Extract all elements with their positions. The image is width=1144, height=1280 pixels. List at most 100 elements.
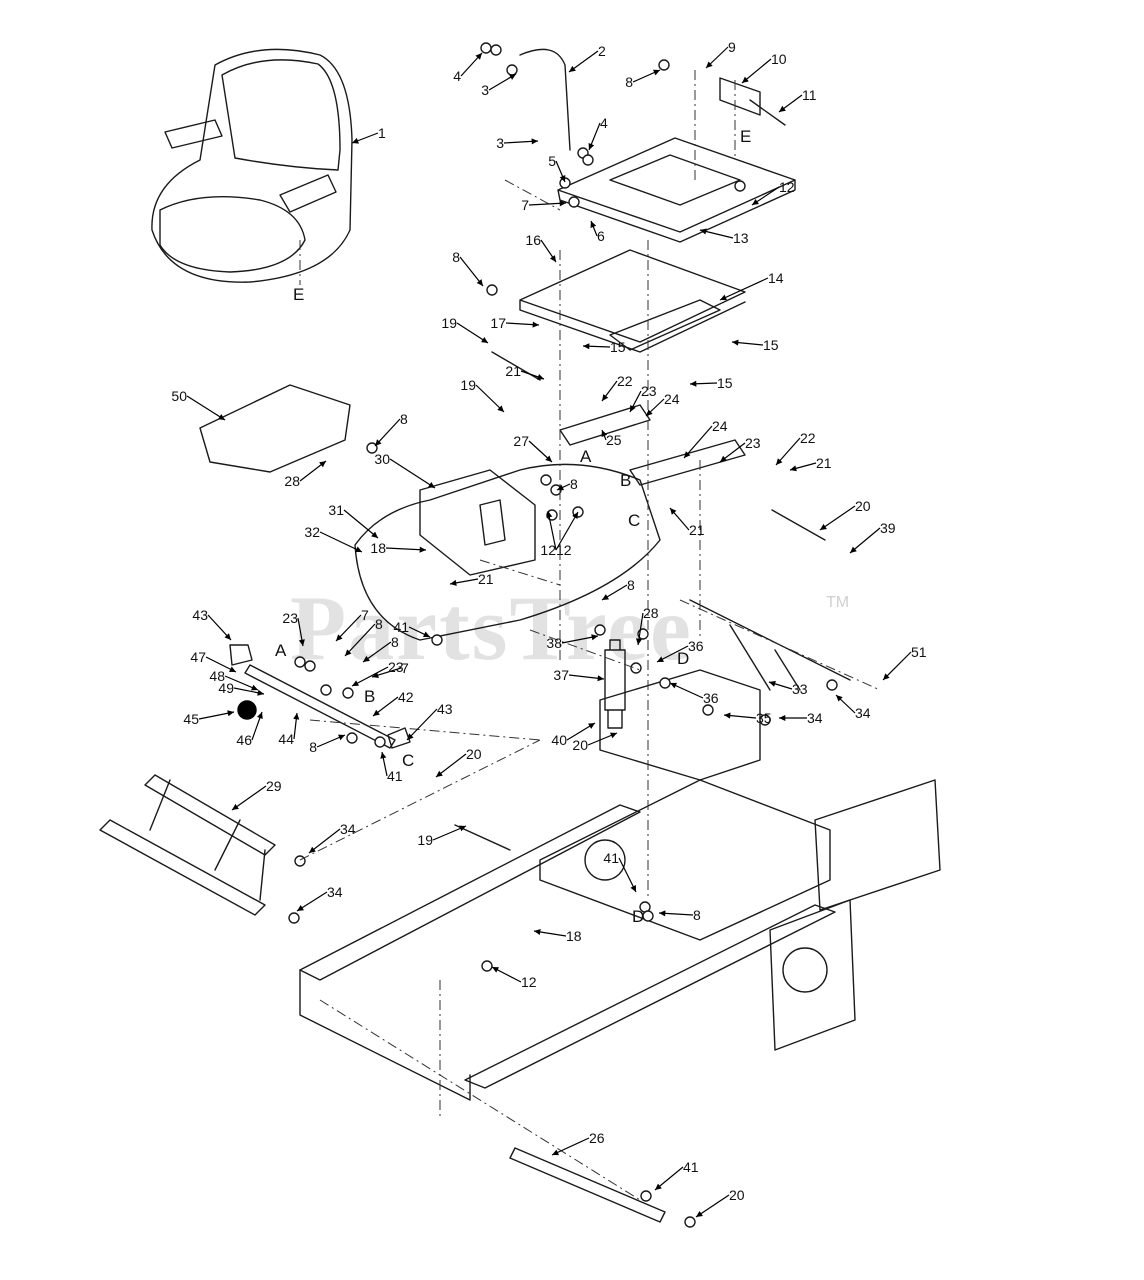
callout-28[interactable]: 28 [284, 460, 327, 489]
callout-32[interactable]: 32 [304, 524, 363, 553]
callout-21[interactable]: 21 [449, 571, 494, 587]
callout-2[interactable]: 2 [568, 43, 606, 73]
callout-8[interactable]: 8 [344, 616, 383, 657]
callout-8[interactable]: 8 [374, 411, 408, 447]
callout-16[interactable]: 16 [525, 232, 557, 263]
callout-17[interactable]: 17 [490, 315, 540, 331]
callout-44[interactable]: 44 [278, 712, 300, 747]
callout-19[interactable]: 19 [441, 315, 489, 344]
callout-20[interactable]: 20 [695, 1187, 745, 1218]
fastener-outline [506, 64, 518, 76]
callout-20[interactable]: 20 [572, 732, 618, 753]
callout-6[interactable]: 6 [590, 220, 605, 244]
callout-35[interactable]: 35 [723, 710, 772, 726]
callout-10[interactable]: 10 [741, 51, 787, 84]
callout-37[interactable]: 37 [553, 667, 605, 683]
callout-43[interactable]: 43 [406, 701, 453, 741]
callout-38[interactable]: 38 [546, 634, 599, 651]
callout-3[interactable]: 3 [481, 73, 517, 98]
callout-50[interactable]: 50 [171, 388, 226, 421]
callout-15[interactable]: 15 [582, 339, 626, 355]
callout-25[interactable]: 25 [601, 429, 622, 448]
callout-8[interactable]: 8 [362, 634, 399, 663]
callout-28[interactable]: 28 [635, 605, 659, 646]
callout-12[interactable]: 12 [540, 511, 579, 558]
callout-45[interactable]: 45 [183, 710, 235, 727]
fastener-outline [342, 687, 354, 699]
callout-21[interactable]: 21 [669, 507, 705, 538]
callout-29[interactable]: 29 [231, 778, 282, 811]
callout-41[interactable]: 41 [380, 751, 403, 784]
callout-12[interactable]: 12 [546, 510, 572, 558]
callout-31[interactable]: 31 [328, 502, 379, 539]
callout-18[interactable]: 18 [370, 540, 427, 556]
callout-23[interactable]: 23 [629, 383, 657, 413]
callout-4[interactable]: 4 [588, 115, 608, 151]
callout-36[interactable]: 36 [656, 638, 704, 663]
callout-41[interactable]: 41 [603, 850, 637, 893]
callout-20[interactable]: 20 [435, 746, 482, 778]
callout-8[interactable]: 8 [556, 476, 578, 492]
callout-24[interactable]: 24 [645, 391, 680, 417]
callout-leader-line [344, 623, 376, 657]
callout-39[interactable]: 39 [849, 520, 896, 554]
callout-arrowhead [227, 710, 234, 717]
fastener-outline [540, 474, 552, 486]
callout-8[interactable]: 8 [309, 734, 346, 755]
callout-22[interactable]: 22 [775, 430, 816, 466]
callout-30[interactable]: 30 [374, 451, 436, 489]
callout-20[interactable]: 20 [819, 498, 871, 531]
callout-15[interactable]: 15 [689, 375, 733, 391]
callout-26[interactable]: 26 [551, 1130, 605, 1156]
callout-8[interactable]: 8 [658, 907, 701, 923]
callout-21[interactable]: 21 [789, 455, 832, 472]
callout-5[interactable]: 5 [548, 153, 566, 183]
callout-number: 27 [513, 433, 529, 449]
callout-19[interactable]: 19 [417, 825, 467, 848]
callout-13[interactable]: 13 [699, 228, 749, 246]
callout-42[interactable]: 42 [372, 689, 414, 717]
callout-34[interactable]: 34 [308, 821, 356, 854]
callout-34[interactable]: 34 [296, 884, 343, 912]
callout-14[interactable]: 14 [719, 270, 784, 301]
callout-33[interactable]: 33 [768, 680, 808, 697]
callout-8[interactable]: 8 [452, 249, 484, 287]
callout-19[interactable]: 19 [460, 377, 505, 413]
callout-34[interactable]: 34 [779, 710, 823, 726]
callout-8[interactable]: 8 [625, 69, 661, 90]
callout-22[interactable]: 22 [601, 373, 633, 402]
callout-4[interactable]: 4 [453, 52, 483, 84]
callout-27[interactable]: 27 [513, 433, 553, 463]
callout-9[interactable]: 9 [705, 39, 736, 69]
callout-7[interactable]: 7 [521, 197, 567, 213]
callout-12[interactable]: 12 [491, 966, 537, 990]
callout-number: 7 [401, 660, 409, 676]
callout-leader-line [819, 505, 856, 531]
callout-15[interactable]: 15 [731, 337, 779, 353]
callout-24[interactable]: 24 [683, 418, 728, 459]
callout-43[interactable]: 43 [192, 607, 232, 641]
callout-1[interactable]: 1 [351, 125, 386, 144]
callout-7[interactable]: 7 [371, 660, 409, 679]
callout-11[interactable]: 11 [778, 87, 817, 113]
callout-21[interactable]: 21 [505, 363, 545, 380]
callout-34[interactable]: 34 [835, 694, 871, 721]
callout-arrowhead [569, 65, 576, 72]
callout-41[interactable]: 41 [393, 619, 431, 638]
callout-47[interactable]: 47 [190, 649, 237, 673]
callout-49[interactable]: 49 [218, 680, 265, 696]
callout-48[interactable]: 48 [209, 668, 259, 691]
callout-36[interactable]: 36 [669, 682, 719, 706]
callout-8[interactable]: 8 [601, 577, 635, 601]
callout-12[interactable]: 12 [751, 179, 795, 206]
callout-46[interactable]: 46 [236, 711, 263, 748]
callout-23[interactable]: 23 [719, 435, 761, 463]
callout-7[interactable]: 7 [335, 607, 369, 642]
callout-41[interactable]: 41 [654, 1159, 699, 1191]
callout-3[interactable]: 3 [496, 135, 539, 151]
callout-23[interactable]: 23 [282, 610, 305, 647]
callout-40[interactable]: 40 [551, 722, 596, 748]
callout-51[interactable]: 51 [882, 644, 927, 681]
callout-23[interactable]: 23 [351, 659, 404, 687]
callout-18[interactable]: 18 [533, 928, 582, 944]
